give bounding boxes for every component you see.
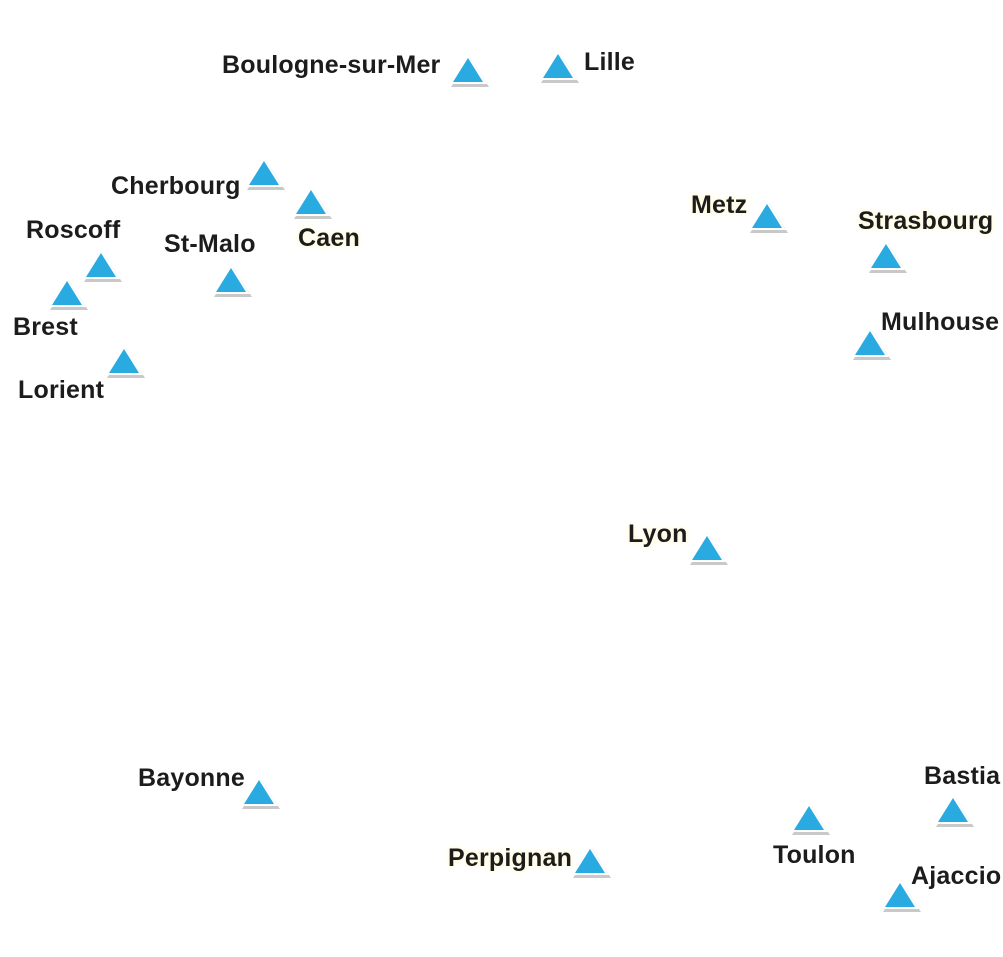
- label-perpignan: Perpignan: [448, 844, 573, 872]
- triangle-marker-icon: [105, 345, 145, 378]
- marker-bayonne[interactable]: [240, 776, 280, 812]
- label-lorient: Lorient: [18, 376, 105, 404]
- marker-cherbourg[interactable]: [245, 157, 285, 193]
- triangle-marker-icon: [240, 776, 280, 809]
- label-boulogne-sur-mer: Boulogne-sur-Mer: [222, 51, 441, 79]
- label-lyon: Lyon: [628, 520, 688, 548]
- triangle-marker-icon: [245, 157, 285, 190]
- triangle-marker-icon: [851, 327, 891, 360]
- triangle-marker-icon: [867, 240, 907, 273]
- marker-caen[interactable]: [292, 186, 332, 222]
- marker-metz[interactable]: [748, 200, 788, 236]
- label-ajaccio: Ajaccio: [911, 862, 1002, 890]
- marker-mulhouse[interactable]: [851, 327, 891, 363]
- triangle-marker-icon: [449, 54, 489, 87]
- marker-lyon[interactable]: [688, 532, 728, 568]
- marker-ajaccio[interactable]: [881, 879, 921, 915]
- marker-lorient[interactable]: [105, 345, 145, 381]
- marker-roscoff[interactable]: [82, 249, 122, 285]
- label-strasbourg: Strasbourg: [858, 207, 994, 235]
- label-bastia: Bastia: [924, 762, 1001, 790]
- label-brest: Brest: [13, 313, 78, 341]
- triangle-marker-icon: [292, 186, 332, 219]
- marker-brest[interactable]: [48, 277, 88, 313]
- label-roscoff: Roscoff: [26, 216, 121, 244]
- triangle-marker-icon: [571, 845, 611, 878]
- label-st-malo: St-Malo: [164, 230, 256, 258]
- triangle-marker-icon: [688, 532, 728, 565]
- marker-toulon[interactable]: [790, 802, 830, 838]
- triangle-marker-icon: [212, 264, 252, 297]
- triangle-marker-icon: [934, 794, 974, 827]
- marker-perpignan[interactable]: [571, 845, 611, 881]
- label-lille: Lille: [584, 48, 636, 76]
- triangle-marker-icon: [790, 802, 830, 835]
- marker-st-malo[interactable]: [212, 264, 252, 300]
- label-bayonne: Bayonne: [138, 764, 245, 792]
- triangle-marker-icon: [539, 50, 579, 83]
- label-mulhouse: Mulhouse: [881, 308, 1000, 336]
- triangle-marker-icon: [82, 249, 122, 282]
- triangle-marker-icon: [748, 200, 788, 233]
- label-metz: Metz: [691, 191, 748, 219]
- marker-lille[interactable]: [539, 50, 579, 86]
- label-toulon: Toulon: [773, 841, 856, 869]
- marker-bastia[interactable]: [934, 794, 974, 830]
- marker-boulogne-sur-mer[interactable]: [449, 54, 489, 90]
- triangle-marker-icon: [881, 879, 921, 912]
- marker-strasbourg[interactable]: [867, 240, 907, 276]
- triangle-marker-icon: [48, 277, 88, 310]
- label-cherbourg: Cherbourg: [111, 172, 241, 200]
- label-caen: Caen: [298, 224, 360, 252]
